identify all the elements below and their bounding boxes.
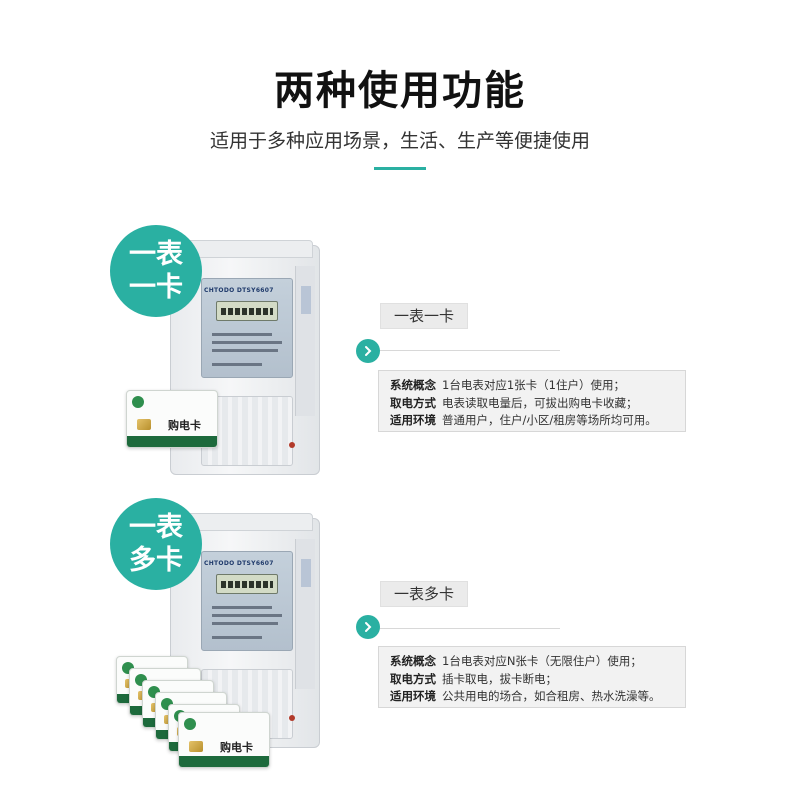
- info-box: 系统概念 1台电表对应1张卡（1住户）使用； 取电方式电表读取电量后，可拔出购电卡…: [378, 370, 686, 432]
- info-row-concept: 系统概念 1台电表对应1张卡（1住户）使用；: [390, 377, 685, 395]
- meter-text-line: [212, 622, 278, 625]
- electric-meter-image: CHTODO DTSY6607: [170, 240, 320, 475]
- purchase-card: 购电卡: [178, 712, 270, 768]
- info-value: 1台电表对应1张卡（1住户）使用；: [442, 378, 625, 392]
- info-box: 系统概念 1台电表对应N张卡（无限住户）使用； 取电方式插卡取电，拔卡断电； 适用…: [378, 646, 686, 708]
- info-row-method: 取电方式插卡取电，拔卡断电；: [390, 671, 685, 689]
- info-key: 适用环境: [390, 689, 436, 703]
- page-subtitle: 适用于多种应用场景，生活、生产等便捷使用: [209, 130, 590, 152]
- meter-lcd-display: [216, 574, 278, 594]
- badge-one-meter-multi-card: 一表 多卡: [110, 498, 202, 590]
- mode-tag: 一表多卡: [380, 581, 468, 607]
- meter-window: CHTODO DTSY6607: [201, 278, 293, 378]
- badge-line-1: 一表: [129, 512, 183, 543]
- chip-icon: [137, 419, 151, 430]
- divider-line: [360, 628, 560, 629]
- chevron-right-icon: [356, 615, 380, 639]
- info-value: 公共用电的场合，如合租房、热水洗澡等。: [442, 689, 661, 703]
- card-label: 购电卡: [168, 419, 201, 432]
- meter-seal: [289, 442, 295, 448]
- meter-text-line: [212, 606, 272, 609]
- meter-side-label: [301, 286, 311, 314]
- meter-text-line: [212, 341, 282, 344]
- meter-seal: [289, 715, 295, 721]
- meter-text-line: [212, 636, 262, 639]
- grid-logo-icon: [132, 396, 144, 408]
- info-row-environment: 适用环境公共用电的场合，如合租房、热水洗澡等。: [390, 688, 685, 706]
- badge-line-2: 一卡: [129, 272, 183, 303]
- info-value: 普通用户，住户/小区/租房等场所均可用。: [442, 413, 657, 427]
- info-key: 系统概念: [390, 378, 436, 392]
- meter-text-line: [212, 349, 278, 352]
- chip-icon: [189, 741, 203, 752]
- meter-lcd-display: [216, 301, 278, 321]
- card-stripe: [127, 436, 217, 447]
- info-value: 电表读取电量后，可拔出购电卡收藏；: [442, 395, 638, 410]
- info-key: 适用环境: [390, 413, 436, 427]
- section-one-meter-one-card: 一表 一卡 CHTODO DTSY6607 购电卡 一表一卡 系统概念 1台电表对…: [0, 225, 800, 495]
- info-row-method: 取电方式电表读取电量后，可拔出购电卡收藏；: [390, 395, 685, 413]
- meter-text-line: [212, 614, 282, 617]
- meter-window: CHTODO DTSY6607: [201, 551, 293, 651]
- mode-tag: 一表一卡: [380, 303, 468, 329]
- meter-brand: CHTODO DTSY6607: [204, 287, 274, 294]
- info-key: 取电方式: [390, 671, 436, 686]
- page-title: 两种使用功能: [274, 68, 526, 114]
- chevron-right-icon: [356, 339, 380, 363]
- info-row-concept: 系统概念 1台电表对应N张卡（无限住户）使用；: [390, 653, 685, 671]
- card-stripe: [179, 756, 269, 767]
- info-row-environment: 适用环境普通用户，住户/小区/租房等场所均可用。: [390, 412, 685, 430]
- badge-line-2: 多卡: [129, 545, 183, 576]
- purchase-card: 购电卡: [126, 390, 218, 448]
- info-value: 1台电表对应N张卡（无限住户）使用；: [442, 654, 642, 668]
- info-key: 系统概念: [390, 654, 436, 668]
- info-key: 取电方式: [390, 395, 436, 410]
- meter-text-line: [212, 333, 272, 336]
- badge-line-1: 一表: [129, 239, 183, 270]
- info-value: 插卡取电，拔卡断电；: [442, 671, 557, 686]
- title-underline: [374, 167, 426, 170]
- card-label: 购电卡: [220, 741, 253, 754]
- grid-logo-icon: [184, 718, 196, 730]
- badge-one-meter-one-card: 一表 一卡: [110, 225, 202, 317]
- section-one-meter-multi-card: 一表 多卡 CHTODO DTSY6607: [0, 498, 800, 768]
- divider-line: [360, 350, 560, 351]
- meter-side-label: [301, 559, 311, 587]
- meter-text-line: [212, 363, 262, 366]
- meter-brand: CHTODO DTSY6607: [204, 560, 274, 567]
